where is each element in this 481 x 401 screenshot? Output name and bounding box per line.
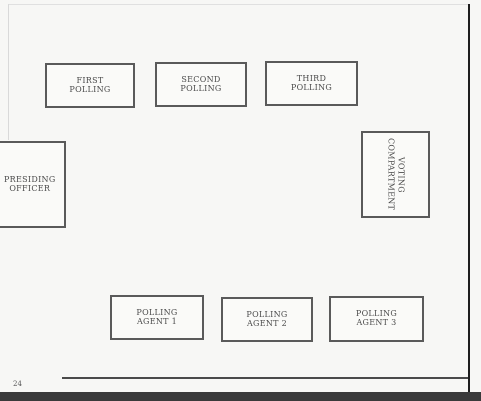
polling-agent-1-label: POLLING AGENT 1 <box>136 307 178 326</box>
first-polling-box: FIRST POLLING <box>45 63 135 108</box>
room-bottom-wall <box>62 377 468 379</box>
presiding-officer-box: PRESIDING OFFICER <box>0 141 66 228</box>
third-polling-box: THIRD POLLING <box>265 61 358 106</box>
voting-compartment-box: VOTING COMPARTMENT <box>361 131 430 218</box>
polling-agent-1-box: POLLING AGENT 1 <box>110 295 204 340</box>
polling-agent-2-box: POLLING AGENT 2 <box>221 297 313 342</box>
presiding-officer-label: PRESIDING OFFICER <box>4 174 56 193</box>
paper-left-edge <box>8 4 9 140</box>
polling-agent-2-label: POLLING AGENT 2 <box>246 309 288 328</box>
paper-top-edge <box>8 4 468 5</box>
second-polling-box: SECOND POLLING <box>155 62 247 107</box>
room-right-wall <box>468 4 470 392</box>
polling-agent-3-label: POLLING AGENT 3 <box>355 309 398 327</box>
voting-compartment-label: VOTING COMPARTMENT <box>386 138 406 211</box>
polling-agent-3-box: POLLING AGENT 3 <box>329 296 424 342</box>
first-polling-label: FIRST POLLING <box>69 75 111 94</box>
second-polling-label: SECOND POLLING <box>180 74 222 93</box>
scan-bottom-border <box>0 392 481 401</box>
page-number: 24 <box>13 380 22 388</box>
third-polling-label: THIRD POLLING <box>290 73 333 92</box>
